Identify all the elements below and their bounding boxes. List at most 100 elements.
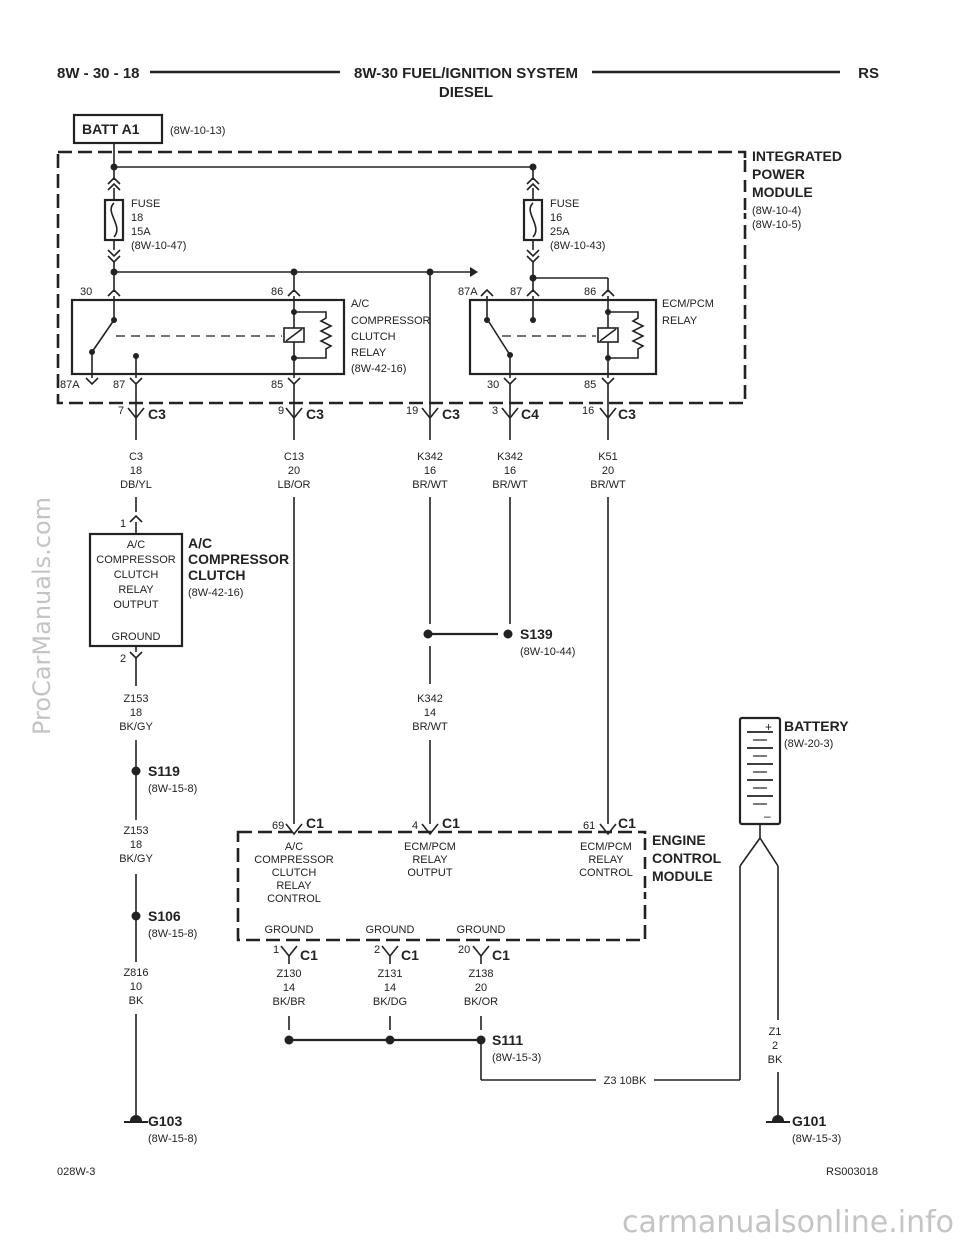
ecm-gp2: 2 (374, 944, 380, 956)
ecm-g1: GROUND (265, 924, 314, 936)
w4-color: BR/WT (492, 479, 528, 491)
w5-gauge: 20 (602, 465, 614, 477)
ipm-connector-symbols (127, 384, 617, 440)
ac-clutch-in6: GROUND (112, 631, 161, 643)
relay1-pin86: 86 (271, 286, 283, 298)
conn-c2-pin: 9 (278, 405, 284, 417)
s111-ref: (8W-15-3) (492, 1052, 541, 1064)
ac-clutch-name3: CLUTCH (188, 567, 246, 583)
ecm-b1: ECM/PCM (404, 841, 456, 853)
ecm-name-3: MODULE (652, 868, 713, 884)
w7-circuit: Z153 (123, 693, 148, 705)
s106-name: S106 (148, 908, 181, 924)
ac-clutch-name1: A/C (188, 535, 212, 551)
w10-color: BK/BR (272, 996, 305, 1008)
fuse-16 (522, 176, 609, 292)
ecm-a5: CONTROL (267, 893, 321, 905)
batt-a1-ref: (8W-10-13) (170, 125, 225, 137)
w5-circuit: K51 (598, 451, 618, 463)
ac-clutch-box (88, 532, 184, 648)
ecm-pcm-relay-box (468, 298, 658, 376)
ecm-p69: 69 (272, 820, 284, 832)
w12-color: BK/OR (464, 996, 498, 1008)
battery-body (738, 716, 782, 826)
ac-clutch-in4: RELAY (118, 584, 154, 596)
fuse-18 (103, 176, 125, 292)
s111-dot-2 (385, 1035, 395, 1045)
ipm-name-3: MODULE (752, 184, 813, 200)
conn-c3-pin: 19 (406, 405, 418, 417)
fuse-18-l1: FUSE (131, 198, 160, 210)
g103-ground-symbol (124, 1115, 148, 1123)
batt-a1-box (72, 113, 164, 145)
side-watermark: ProCarManuals.com (28, 497, 56, 735)
ecm-ground-connectors (280, 945, 490, 964)
g103-ref: (8W-15-8) (148, 1133, 197, 1145)
ac-clutch-in2: COMPRESSOR (96, 554, 176, 566)
ac-clutch-wiring (129, 497, 143, 686)
fuse-16-l1: FUSE (550, 198, 579, 210)
ecm-d3: CONTROL (579, 867, 633, 879)
w2-circuit: C13 (284, 451, 304, 463)
ecm-input-connectors (285, 823, 617, 836)
ac-clutch-in3: CLUTCH (114, 569, 159, 581)
s119-name: S119 (148, 763, 180, 779)
battery-minus-icon: – (764, 809, 771, 823)
s139-dot-left (423, 629, 433, 639)
fuse-16-l3: 25A (550, 226, 570, 238)
s111-dot-1 (284, 1035, 294, 1045)
w4-gauge: 16 (504, 465, 516, 477)
relay2-pin30: 30 (487, 379, 499, 391)
w6-color: BR/WT (412, 721, 448, 733)
ecm-a2: COMPRESSOR (254, 854, 334, 866)
w13-gauge: 2 (772, 1040, 778, 1052)
relay1-l1: A/C (351, 298, 369, 310)
ac-clutch-in5: OUTPUT (113, 599, 159, 611)
ecm-g2: GROUND (366, 924, 415, 936)
b-plus-bus (110, 143, 537, 180)
w1-gauge: 18 (130, 465, 142, 477)
s111-dot-3 (476, 1035, 486, 1045)
ecm-gp1: 1 (273, 944, 279, 956)
relay2-pin86: 86 (584, 286, 596, 298)
w11-gauge: 14 (384, 982, 396, 994)
header: 8W - 30 - 18 8W-30 FUEL/IGNITION SYSTEM … (57, 65, 879, 101)
ecm-c4: C1 (442, 815, 460, 831)
fuse-16-l2: 16 (550, 212, 562, 224)
fuse-16-l4: (8W-10-43) (550, 240, 605, 252)
relay1-pin85: 85 (271, 379, 283, 391)
w13-color: BK (768, 1054, 783, 1066)
relay-feed-bus (110, 267, 478, 410)
ipm-ref-1: (8W-10-4) (752, 205, 801, 217)
w6-gauge: 14 (424, 707, 436, 719)
battery-cells (747, 731, 773, 805)
ac-clutch-pin2: 2 (120, 653, 126, 665)
w7-color: BK/GY (119, 721, 153, 733)
s139-ref: (8W-10-44) (520, 646, 575, 658)
ecm-a1: A/C (285, 841, 303, 853)
ecm-d2: RELAY (588, 854, 624, 866)
ipm-ref-2: (8W-10-5) (752, 219, 801, 231)
ipm-name-1: INTEGRATED (752, 148, 842, 164)
page-ref: 8W - 30 - 18 (57, 65, 140, 82)
conn-c4-name: C4 (521, 406, 539, 422)
relay2-internals (484, 300, 645, 361)
relay1-l2: COMPRESSOR (351, 315, 431, 327)
relay1-l5: (8W-42-16) (351, 363, 406, 375)
w3-gauge: 16 (424, 465, 436, 477)
w11-circuit: Z131 (377, 968, 402, 980)
relay1-pins (85, 288, 301, 386)
w5-color: BR/WT (590, 479, 626, 491)
w9-color: BK (129, 995, 144, 1007)
g103-name: G103 (148, 1113, 182, 1129)
w8-color: BK/GY (119, 853, 153, 865)
conn-c5-pin: 16 (582, 405, 594, 417)
w11-color: BK/DG (373, 996, 407, 1008)
w9-gauge: 10 (130, 981, 142, 993)
relay2-l1: ECM/PCM (662, 298, 714, 310)
ecm-g3: GROUND (457, 924, 506, 936)
ac-clutch-ref: (8W-42-16) (188, 587, 243, 599)
ac-clutch-in1: A/C (127, 539, 145, 551)
ipm-boundary (56, 150, 747, 405)
